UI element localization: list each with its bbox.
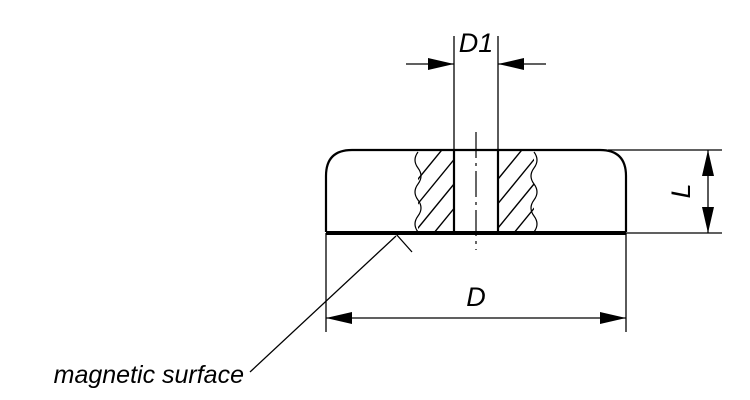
section-hatching-left — [414, 150, 454, 234]
d1-dimension — [406, 36, 546, 150]
d-dimension — [325, 233, 627, 332]
bore — [452, 132, 500, 250]
break-line-right — [530, 151, 538, 233]
d-arrow-right — [600, 312, 626, 324]
l-arrow-bottom — [702, 207, 714, 233]
break-line-left — [414, 151, 422, 233]
l-label: L — [666, 183, 696, 198]
l-dimension — [608, 149, 722, 234]
d-label: D — [466, 282, 486, 312]
magnetic-surface-callout — [249, 233, 413, 373]
section-hatching-right — [498, 150, 538, 234]
magnetic-surface-label: magnetic surface — [54, 361, 244, 389]
callout-leader — [249, 235, 397, 373]
callout-tick — [395, 233, 413, 253]
l-arrow-top — [702, 150, 714, 176]
d-arrow-left — [326, 312, 352, 324]
d1-arrow-left — [428, 58, 454, 70]
d1-arrow-right — [498, 58, 524, 70]
d1-label: D1 — [459, 28, 494, 58]
